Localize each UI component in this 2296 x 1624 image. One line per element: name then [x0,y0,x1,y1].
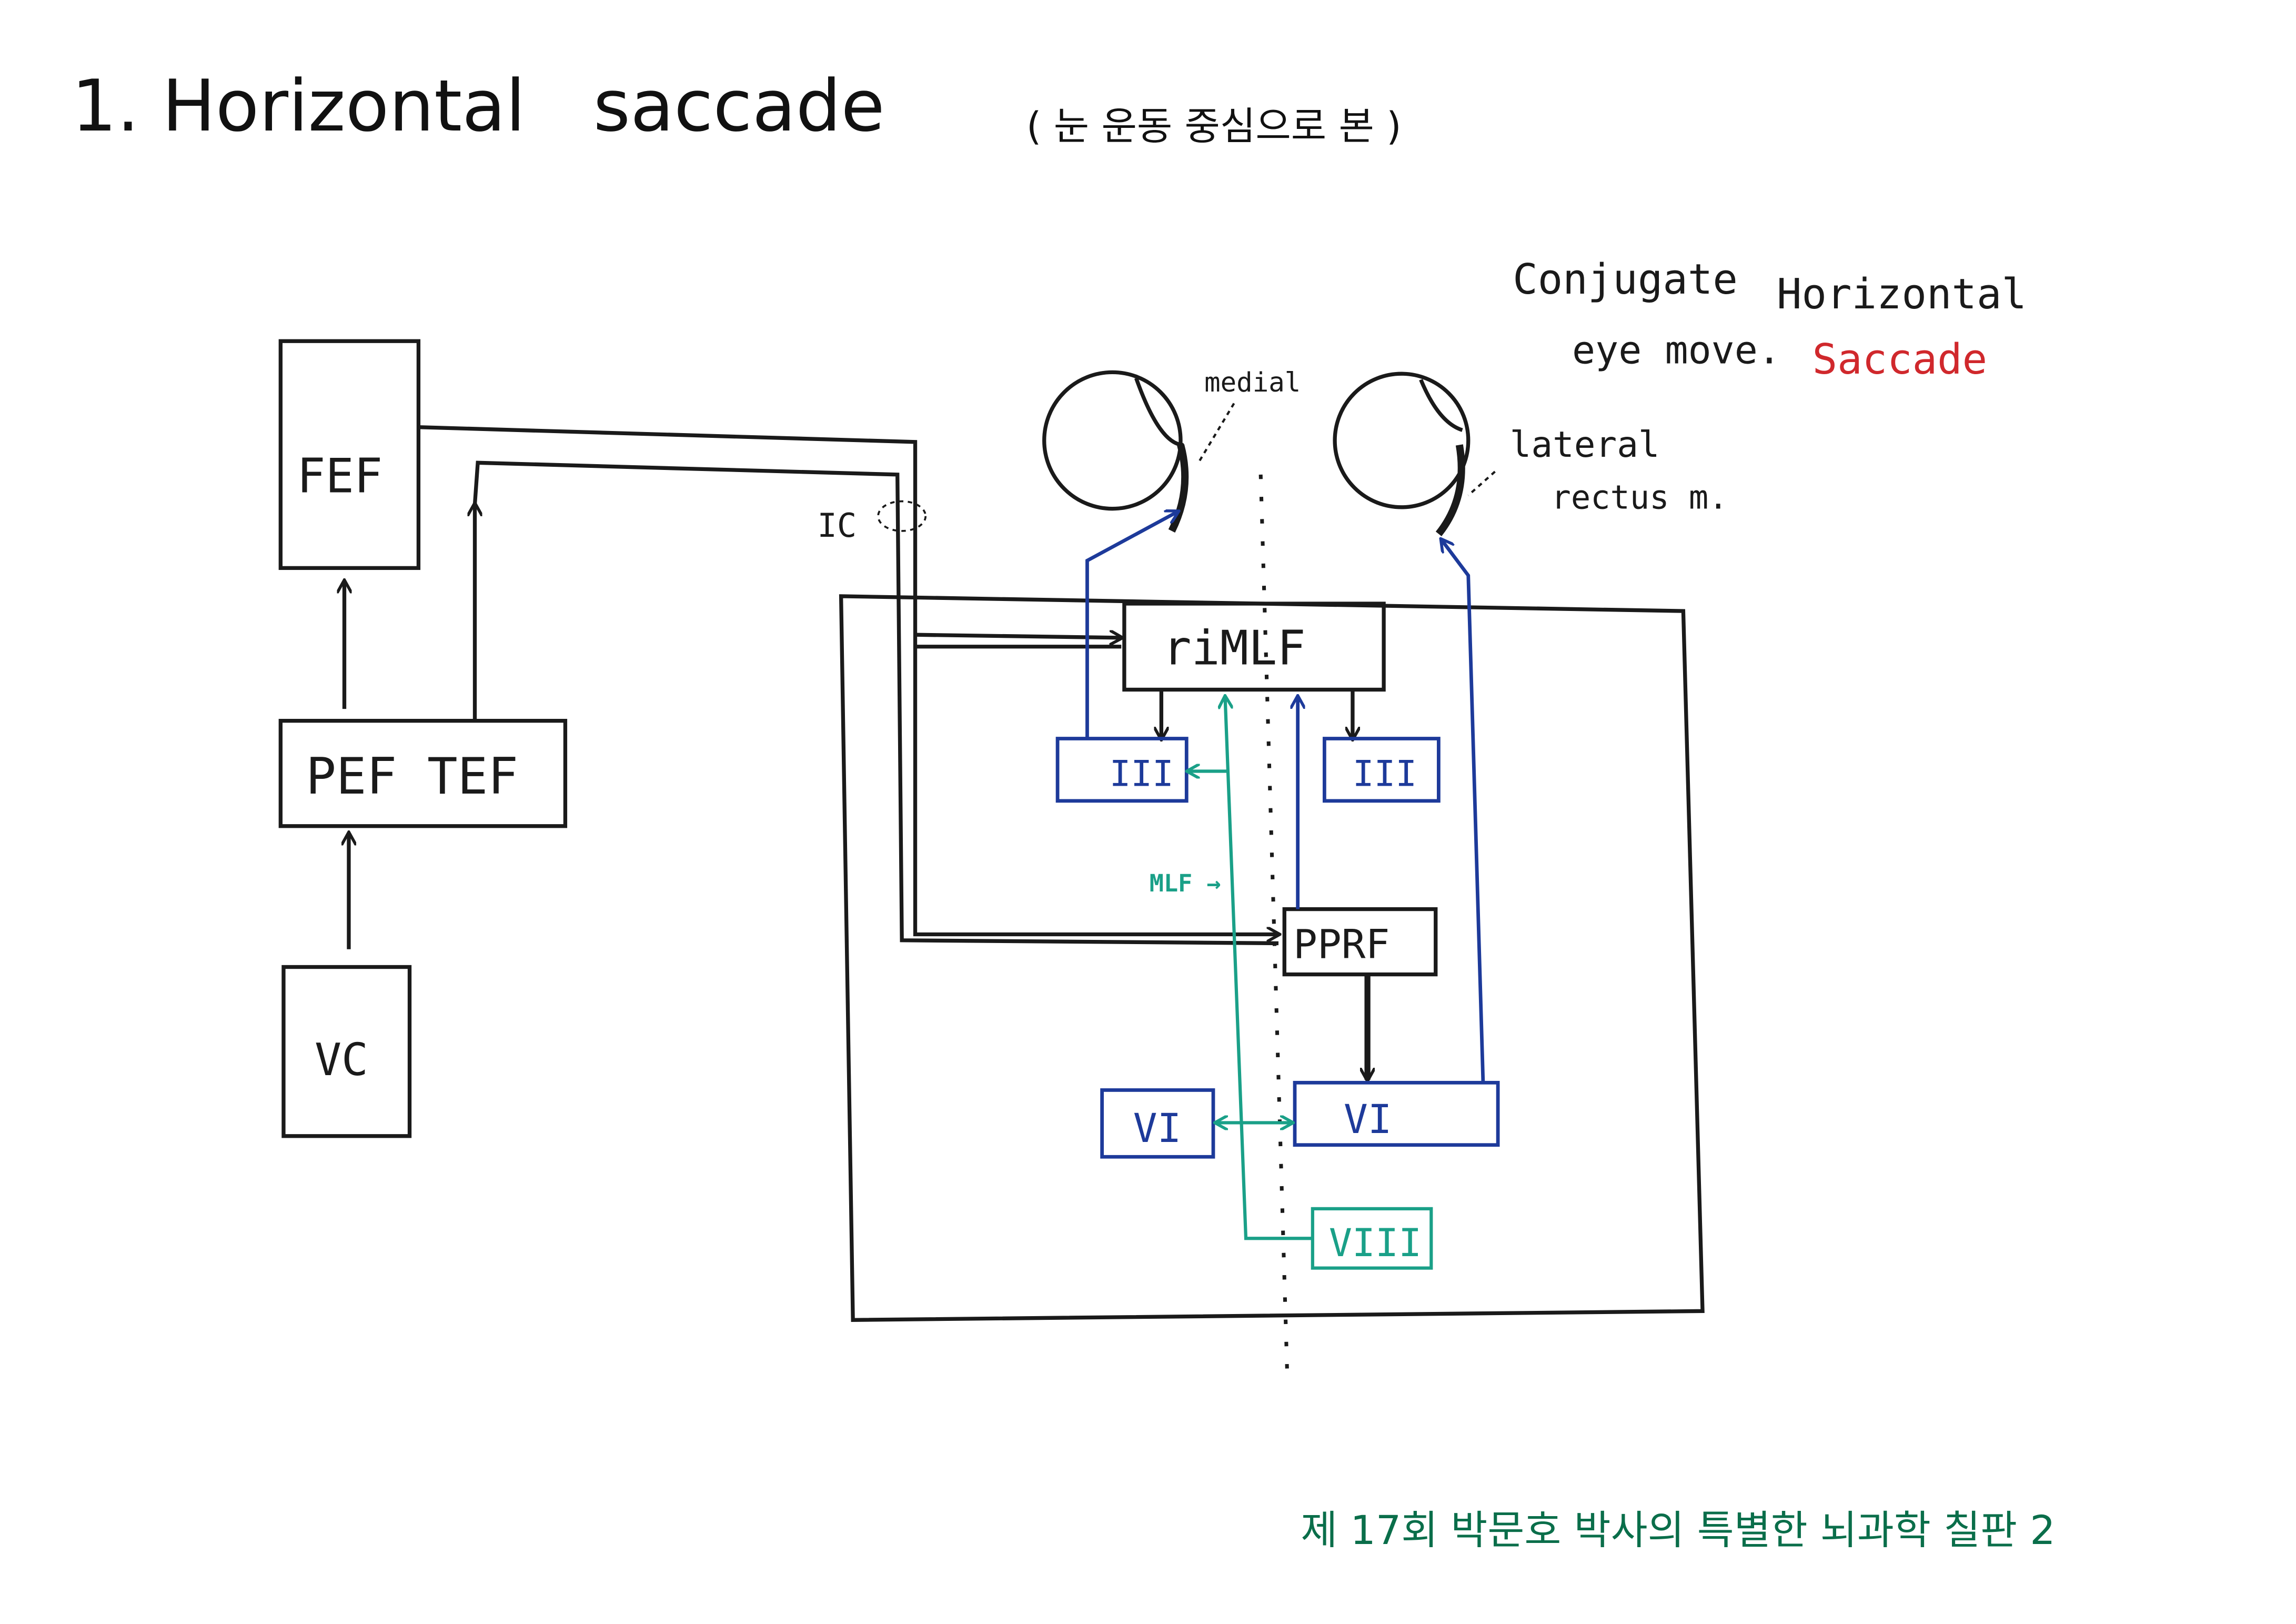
cn3-right-label: III [1353,753,1417,795]
page-subtitle: ( 눈 운동 중심으로 본 ) [1026,104,1402,149]
pprf-box [1282,907,1438,977]
note-eye-move: eye move. [1572,328,1781,373]
footer-caption: 제 17회 박문호 박사의 특별한 뇌과학 칠판 2 [1301,1507,2055,1553]
right-eye-icon [1333,372,1471,536]
cn3-left-label: III [1110,753,1174,795]
page-title: 1. Horizontal saccade [72,64,885,147]
cn3-to-medial-rectus [1085,512,1177,739]
note-saccade: Saccade [1812,335,1988,384]
left-eye-icon [1042,370,1189,533]
cn6-left-label: VI [1133,1105,1182,1151]
pef-tef-label: PEF TEF [306,747,518,806]
fef-to-pprf-path [418,425,1278,935]
cn3-right-box [1322,737,1441,803]
cn6-to-lateral-rectus [1442,540,1485,1083]
cn6-right-box [1293,1080,1500,1147]
mlf-ascending [1225,697,1313,1240]
pef-to-pprf-path [472,460,1279,946]
pprf-label: PPRF [1293,921,1389,968]
note-horizontal: Horizontal [1777,270,2027,318]
note-rectus: rectus m. [1552,478,1728,517]
cn6-right-label: VI [1344,1096,1392,1142]
note-conjugate: Conjugate [1513,255,1738,304]
ic-marker [877,500,927,532]
brainstem-box [839,594,1705,1322]
note-lateral: lateral [1510,424,1660,465]
mlf-label: MLF → [1150,869,1221,897]
pef-tef-box [278,719,568,828]
fef-to-rimlf-arrow [915,635,1122,638]
rimlf-label: riMLF [1163,621,1305,676]
fef-label: FEF [297,449,382,504]
cn8-label: VIII [1329,1221,1422,1266]
vc-box [281,965,412,1138]
rimlf-box [1122,602,1386,692]
fef-box [278,339,421,570]
note-medial: medial [1204,367,1301,398]
ic-label: IC [818,506,857,545]
vc-label: VC [315,1034,368,1086]
